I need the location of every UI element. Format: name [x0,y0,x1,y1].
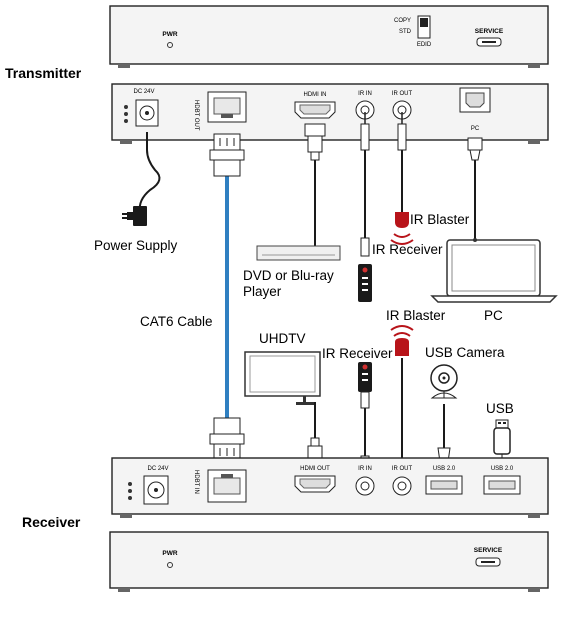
ir-plug-tx-out [397,112,407,151]
usb-label: USB [486,401,514,416]
tx-dc-label: DC 24V [133,89,154,95]
tx-pwr-label: PWR [162,31,177,38]
ir-receiver-rx-icon [358,362,372,409]
receiver-front-panel: PWR SERVICE [109,531,549,592]
power-adapter-icon [122,206,147,226]
ir-blaster-rx-label: IR Blaster [386,308,446,323]
tx-ir-in-label: IR IN [358,91,372,97]
dvd-label-line1: DVD or Blu-ray [243,268,334,283]
cat6-label: CAT6 Cable [140,314,213,329]
rx-pwr-label: PWR [162,550,177,557]
ir-plug-tx-in [360,112,370,151]
ir-receiver-tx-label: IR Receiver [372,242,443,257]
uhdtv-label: UHDTV [259,331,306,346]
rx-service-label: SERVICE [474,547,503,554]
power-supply-label: Power Supply [94,238,178,253]
hdmi-plug-top [304,123,326,161]
rx-usb2-label: USB 2.0 [491,466,514,472]
ir-blaster-tx-icon [390,212,414,245]
transmitter-label: Transmitter [5,65,82,81]
rx-usb1-label: USB 2.0 [433,466,456,472]
receiver-label: Receiver [22,514,81,530]
tx-copy-label: COPY [394,18,411,24]
ir-blaster-tx-label: IR Blaster [410,212,470,227]
usb-camera-icon [430,364,458,399]
dvd-label-line2: Player [243,284,282,299]
usb-camera-label: USB Camera [425,345,505,360]
usb-b-plug [467,137,483,161]
tx-pc-port [459,87,491,113]
tx-ir-out-label: IR OUT [392,91,413,97]
rj45-connector-top [209,133,245,177]
rx-dc-label: DC 24V [147,466,168,472]
tx-pc-port-label: PC [471,126,480,132]
tx-service-label: SERVICE [475,28,504,35]
ir-receiver-tx-icon [358,237,372,302]
uhdtv-icon [244,351,321,405]
ir-receiver-rx-label: IR Receiver [322,346,393,361]
rx-ir-out-label: IR OUT [392,466,413,472]
dvd-player-icon [256,245,341,261]
rx-hdbt-label: HDBT IN [193,470,199,494]
ir-blaster-rx-icon [390,325,414,356]
rx-ir-in-label: IR IN [358,466,372,472]
rj45-connector-bottom [209,417,245,461]
tx-edid-label: EDID [417,42,432,48]
usb-stick-icon [493,419,511,460]
tx-std-label: STD [399,29,412,35]
tx-hdmi-label: HDMI IN [304,92,327,98]
tx-pwr-led [167,42,173,48]
pc-label: PC [484,308,503,323]
tx-hdbt-label: HDBT OUT [193,100,199,131]
transmitter-rear-panel: DC 24V HDBT OUT HDMI IN IR IN IR OUT PC [111,83,549,144]
rx-hdmi-label: HDMI OUT [300,466,330,472]
receiver-rear-panel: DC 24V HDBT IN HDMI OUT IR IN IR OUT USB… [111,457,549,518]
rx-pwr-led [167,562,173,568]
pc-laptop-icon [430,238,558,303]
transmitter-front-panel: PWR COPY STD EDID SERVICE [109,5,549,68]
